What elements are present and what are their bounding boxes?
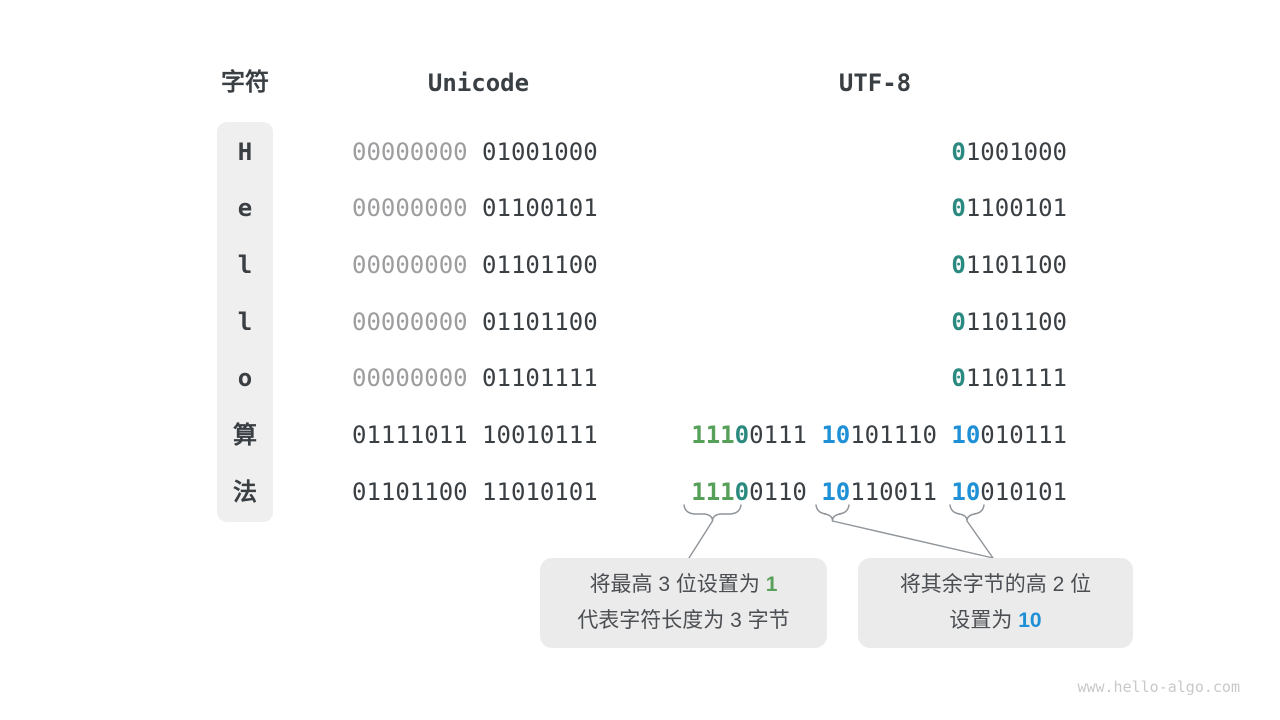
text-segment: 0 xyxy=(734,478,750,506)
text-segment: 01101100 11010101 xyxy=(352,478,598,506)
text-segment: 010111 xyxy=(980,421,1067,449)
char-column-background xyxy=(217,122,273,522)
unicode-cell: 01101100 11010101 xyxy=(352,464,598,521)
callout-continuation-bits: 将其余字节的高 2 位 设置为 10 xyxy=(858,558,1133,648)
text-segment: 0 xyxy=(951,138,966,166)
unicode-cell: 00000000 01001000 xyxy=(352,124,598,181)
table-row: 算 01111011 10010111 11100111 10101110 10… xyxy=(0,407,1280,464)
column-header-char: 字符 xyxy=(221,69,269,96)
text-segment: 10 xyxy=(1018,609,1042,632)
connector-line-right-a xyxy=(831,520,994,559)
text-segment: 将最高 3 位设置为 xyxy=(589,573,766,596)
char-cell: e xyxy=(237,194,253,222)
char-cell: H xyxy=(237,138,253,166)
text-segment: 01111011 10010111 xyxy=(352,421,598,449)
text-segment: 111 xyxy=(691,421,735,449)
text-segment: 0 xyxy=(734,421,750,449)
text-segment: 将其余字节的高 2 位 xyxy=(899,573,1092,596)
text-segment: 10 xyxy=(951,421,981,449)
text-segment: 00000000 xyxy=(352,364,468,392)
char-cell: 算 xyxy=(233,421,257,449)
char-cell: o xyxy=(237,364,253,392)
column-header-utf8: UTF-8 xyxy=(838,69,912,97)
utf8-cell: 01100101 xyxy=(951,180,1067,237)
unicode-cell: 00000000 01101111 xyxy=(352,350,598,407)
text-segment: 0 xyxy=(951,251,966,279)
text-segment: 0110 xyxy=(749,478,822,506)
unicode-cell: 00000000 01101100 xyxy=(352,294,598,351)
char-cell: 法 xyxy=(233,478,257,506)
table-row: 法 01101100 11010101 11100110 10110011 10… xyxy=(0,464,1280,521)
text-segment: 1100101 xyxy=(965,194,1067,222)
text-segment: 110011 xyxy=(850,478,952,506)
utf8-cell: 01101111 xyxy=(951,350,1067,407)
utf8-cell: 11100110 10110011 10010101 xyxy=(691,464,1067,521)
callout-line: 将最高 3 位设置为 1 xyxy=(590,567,778,603)
text-segment: 010101 xyxy=(980,478,1067,506)
table-row: H 00000000 01001000 01001000 xyxy=(0,124,1280,181)
text-segment: 设置为 xyxy=(949,609,1019,632)
unicode-cell: 00000000 01100101 xyxy=(352,180,598,237)
table-row: l 00000000 01101100 01101100 xyxy=(0,294,1280,351)
text-segment: 01100101 xyxy=(467,194,598,222)
text-segment: 00000000 xyxy=(352,138,468,166)
text-segment: 10 xyxy=(951,478,981,506)
text-segment: 1101111 xyxy=(965,364,1067,392)
text-segment: 10 xyxy=(821,478,851,506)
table-row: o 00000000 01101111 01101111 xyxy=(0,350,1280,407)
text-segment: 00000000 xyxy=(352,308,468,336)
unicode-cell: 00000000 01101100 xyxy=(352,237,598,294)
callout-leading-bits: 将最高 3 位设置为 1 代表字符长度为 3 字节 xyxy=(540,558,827,648)
unicode-cell: 01111011 10010111 xyxy=(352,407,598,464)
text-segment: 1101100 xyxy=(965,308,1067,336)
table-row: e 00000000 01100101 01100101 xyxy=(0,180,1280,237)
text-segment: 01101111 xyxy=(467,364,598,392)
callout-line: 将其余字节的高 2 位 xyxy=(900,567,1091,603)
table-row: l 00000000 01101100 01101100 xyxy=(0,237,1280,294)
text-segment: 1 xyxy=(765,573,778,596)
text-segment: 0 xyxy=(951,308,966,336)
char-cell: l xyxy=(237,308,253,336)
text-segment: 111 xyxy=(691,478,735,506)
text-segment: 1001000 xyxy=(965,138,1067,166)
text-segment: 代表字符长度为 3 字节 xyxy=(577,609,790,632)
text-segment: 0111 xyxy=(749,421,822,449)
utf8-cell: 01101100 xyxy=(951,294,1067,351)
text-segment: 00000000 xyxy=(352,194,468,222)
text-segment: 1101100 xyxy=(965,251,1067,279)
text-segment: 01101100 xyxy=(467,251,598,279)
watermark: www.hello-algo.com xyxy=(1077,678,1240,696)
text-segment: 01001000 xyxy=(467,138,598,166)
callout-line: 设置为 10 xyxy=(949,603,1041,639)
text-segment: 01101100 xyxy=(467,308,598,336)
utf8-cell: 01101100 xyxy=(951,237,1067,294)
connector-line-left xyxy=(688,520,714,559)
text-segment: 00000000 xyxy=(352,251,468,279)
utf8-cell: 01001000 xyxy=(951,124,1067,181)
column-header-unicode: Unicode xyxy=(427,69,530,97)
connector-line-right-b xyxy=(966,520,994,559)
text-segment: 0 xyxy=(951,194,966,222)
text-segment: 0 xyxy=(951,364,966,392)
callout-line: 代表字符长度为 3 字节 xyxy=(577,603,789,639)
text-segment: 101110 xyxy=(850,421,952,449)
char-cell: l xyxy=(237,251,253,279)
utf8-cell: 11100111 10101110 10010111 xyxy=(691,407,1067,464)
text-segment: 10 xyxy=(821,421,851,449)
